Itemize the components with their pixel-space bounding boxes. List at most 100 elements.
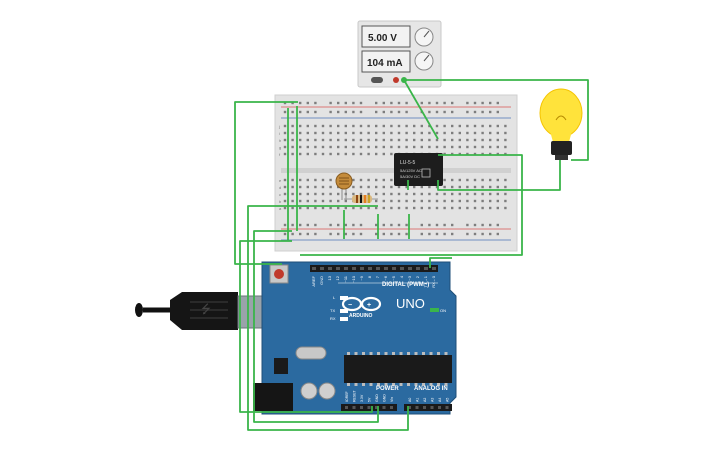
digital-pin[interactable]	[360, 267, 364, 270]
breadboard-hole	[375, 232, 378, 236]
wire-sensor-to-a0[interactable]	[247, 205, 409, 431]
digital-pin[interactable]	[400, 267, 404, 270]
power-pin[interactable]	[375, 406, 378, 409]
breadboard-hole	[473, 131, 477, 135]
breadboard-hole	[481, 232, 484, 236]
breadboard-hole	[458, 178, 461, 182]
wires[interactable]	[234, 79, 589, 431]
digital-pin-label: RX←0	[431, 275, 436, 288]
breadboard-hole	[314, 199, 317, 203]
resistor[interactable]	[344, 195, 378, 203]
wire-relay-to-power-rail[interactable]	[300, 154, 523, 256]
power-pin[interactable]	[345, 406, 348, 409]
breadboard-hole	[481, 124, 484, 128]
chip-pin	[369, 352, 373, 355]
breadboard-hole	[420, 206, 423, 210]
breadboard-hole	[352, 232, 355, 236]
analog-pin[interactable]	[445, 406, 449, 409]
digital-pin[interactable]	[320, 267, 324, 270]
relay[interactable]: LU-5-5 5A/125V AC 5A/30V DC	[394, 153, 443, 186]
power-switch[interactable]	[371, 77, 383, 83]
breadboard-hole	[390, 232, 393, 236]
breadboard-hole	[283, 101, 287, 105]
breadboard-hole	[329, 199, 332, 203]
digital-pin[interactable]	[352, 267, 356, 270]
digital-pin[interactable]	[416, 267, 420, 270]
analog-pin[interactable]	[438, 406, 441, 409]
chip-pin	[414, 352, 418, 355]
breadboard-hole	[283, 131, 287, 135]
breadboard-hole	[359, 138, 363, 142]
power-pin[interactable]	[390, 406, 393, 409]
breadboard-hole	[299, 131, 302, 135]
power-pin-label: 3.3V	[360, 394, 364, 402]
digital-pin[interactable]	[368, 267, 372, 270]
breadboard-hole	[382, 131, 385, 135]
breadboard-hole	[359, 110, 363, 114]
atmega-chip	[344, 355, 452, 383]
wire-left-loop[interactable]	[234, 101, 298, 265]
breadboard-hole	[352, 124, 355, 128]
digital-pin[interactable]	[376, 267, 380, 270]
breadboard-hole	[306, 192, 309, 196]
power-pin[interactable]	[360, 406, 363, 409]
light-bulb[interactable]	[539, 88, 583, 160]
digital-pin[interactable]	[408, 267, 412, 270]
analog-header[interactable]	[404, 404, 452, 411]
wire-5v[interactable]	[253, 230, 379, 423]
wire-lamp-to-relay[interactable]	[437, 160, 561, 191]
breadboard-hole	[359, 185, 363, 189]
breadboard-hole	[321, 145, 325, 149]
negative-terminal[interactable]	[393, 77, 399, 83]
breadboard-hole	[420, 192, 423, 196]
breadboard-hole	[337, 131, 340, 135]
power-pin[interactable]	[382, 406, 386, 409]
breadboard-hole	[489, 232, 492, 236]
chip-pin	[407, 383, 410, 386]
breadboard-hole	[299, 192, 302, 196]
breadboard-hole	[306, 138, 309, 142]
breadboard-hole	[283, 124, 287, 128]
breadboard-hole	[321, 199, 325, 203]
digital-pin[interactable]	[344, 267, 348, 270]
digital-pin[interactable]	[336, 267, 340, 270]
power-pin[interactable]	[367, 406, 371, 409]
breadboard-hole	[352, 152, 355, 156]
wire-gnd[interactable]	[239, 240, 373, 413]
digital-pin[interactable]	[392, 267, 396, 270]
digital-pin[interactable]	[328, 267, 332, 270]
breadboard-hole	[496, 145, 499, 149]
breadboard-hole	[314, 138, 317, 142]
breadboard-hole	[413, 192, 416, 196]
wire-supply-to-lamp[interactable]	[404, 79, 589, 161]
breadboard-hole	[352, 145, 355, 149]
breadboard-hole	[481, 138, 484, 142]
breadboard-hole	[489, 138, 492, 142]
breadboard-hole	[352, 110, 355, 114]
wire-supply-to-breadboard[interactable]	[403, 79, 439, 140]
digital-pin[interactable]	[312, 267, 316, 270]
breadboard-hole	[504, 199, 507, 203]
breadboard-hole	[405, 232, 408, 236]
power-jack[interactable]	[253, 383, 293, 411]
breadboard-hole	[382, 101, 385, 105]
chip-pin	[399, 383, 403, 386]
digital-header[interactable]	[310, 265, 438, 272]
breadboard-hole	[496, 223, 499, 227]
power-supply[interactable]: 5.00 V 104 mA	[357, 20, 442, 88]
breadboard-hole	[299, 206, 302, 210]
breadboard-hole	[359, 101, 363, 105]
photoresistor[interactable]	[335, 172, 353, 200]
digital-pin[interactable]	[384, 267, 388, 270]
analog-pin[interactable]	[430, 406, 434, 409]
analog-pin[interactable]	[423, 406, 426, 409]
wire-digital-pin[interactable]	[429, 257, 452, 268]
digital-pin[interactable]	[424, 267, 428, 270]
digital-pin-label: ~5	[391, 275, 396, 280]
breadboard-hole	[329, 223, 332, 227]
power-pin[interactable]	[352, 406, 356, 409]
analog-pin[interactable]	[415, 406, 419, 409]
analog-pin[interactable]	[408, 406, 411, 409]
digital-pin[interactable]	[432, 267, 436, 270]
